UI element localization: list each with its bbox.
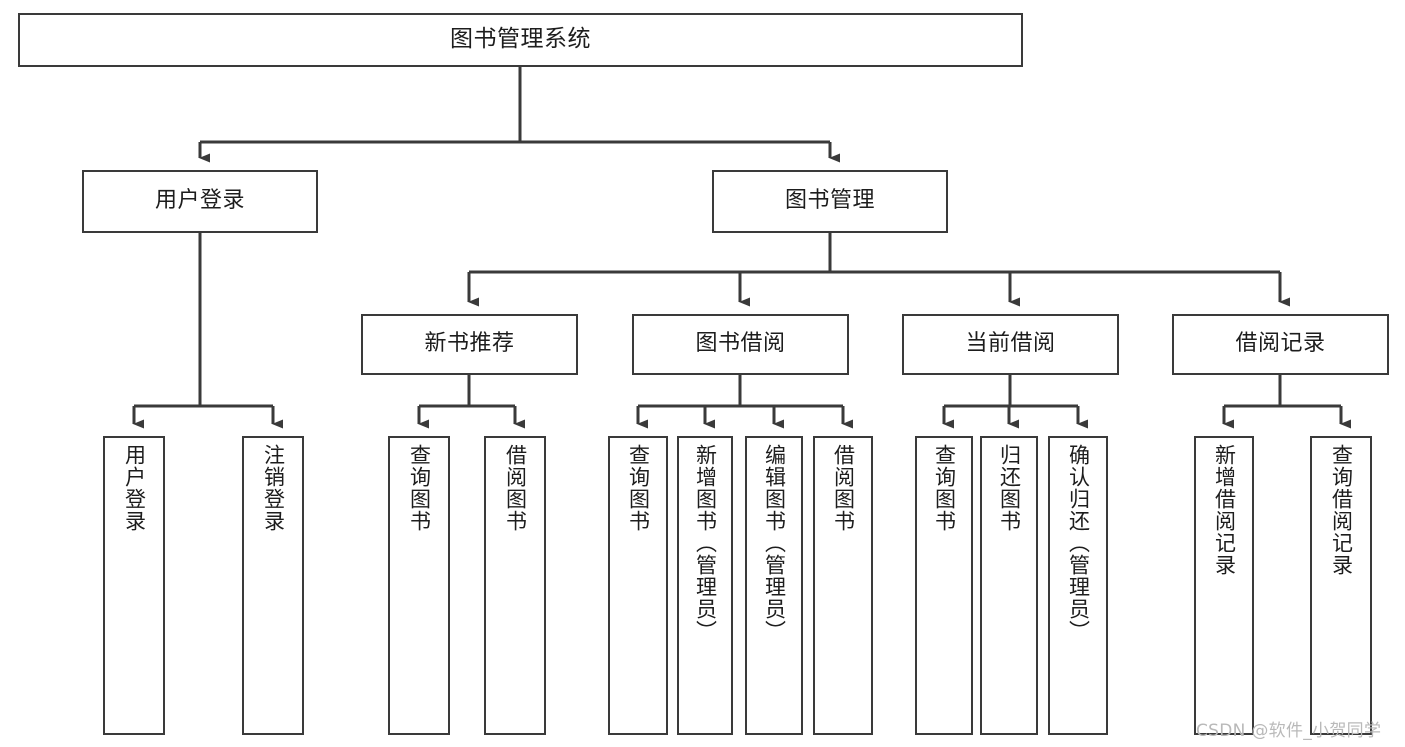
node-label: 当前借阅 xyxy=(965,331,1056,357)
node-leaf-borrow-book-1[interactable]: 借阅图书 xyxy=(484,436,546,735)
node-label: 借阅记录 xyxy=(1235,331,1326,357)
node-label: 图书借阅 xyxy=(695,331,786,357)
node-user-login[interactable]: 用户登录 xyxy=(82,170,318,233)
node-leaf-edit-book[interactable]: 编辑图书（管理员） xyxy=(745,436,803,735)
node-label: 查询图书 xyxy=(626,444,651,532)
node-label: 用户登录 xyxy=(154,188,245,214)
node-label: 确认归还（管理员） xyxy=(1066,444,1091,642)
node-leaf-query-book-2[interactable]: 查询图书 xyxy=(608,436,668,735)
node-leaf-user-login[interactable]: 用户登录 xyxy=(103,436,165,735)
node-label: 借阅图书 xyxy=(503,444,528,532)
node-label: 查询借阅记录 xyxy=(1329,444,1354,576)
node-leaf-query-book-1[interactable]: 查询图书 xyxy=(388,436,450,735)
node-leaf-query-book-3[interactable]: 查询图书 xyxy=(915,436,973,735)
node-leaf-confirm-return[interactable]: 确认归还（管理员） xyxy=(1048,436,1108,735)
node-leaf-borrow-book-2[interactable]: 借阅图书 xyxy=(813,436,873,735)
watermark: CSDN @软件_小贺同学 xyxy=(1196,721,1382,741)
node-label: 用户登录 xyxy=(122,444,147,532)
node-label: 新书推荐 xyxy=(424,331,515,357)
node-leaf-add-book[interactable]: 新增图书（管理员） xyxy=(677,436,733,735)
node-leaf-add-record[interactable]: 新增借阅记录 xyxy=(1194,436,1254,735)
node-label: 新增图书（管理员） xyxy=(693,444,718,642)
node-label: 借阅图书 xyxy=(831,444,856,532)
node-label: 新增借阅记录 xyxy=(1212,444,1237,576)
node-label: 归还图书 xyxy=(997,444,1022,532)
node-root[interactable]: 图书管理系统 xyxy=(18,13,1023,67)
node-leaf-query-record[interactable]: 查询借阅记录 xyxy=(1310,436,1372,735)
node-label: 编辑图书（管理员） xyxy=(762,444,787,642)
node-current-borrow[interactable]: 当前借阅 xyxy=(902,314,1119,375)
node-book-manage[interactable]: 图书管理 xyxy=(712,170,948,233)
node-label: 查询图书 xyxy=(932,444,957,532)
node-new-book-recommend[interactable]: 新书推荐 xyxy=(361,314,578,375)
node-label: 注销登录 xyxy=(261,444,286,532)
node-book-borrow[interactable]: 图书借阅 xyxy=(632,314,849,375)
node-label: 图书管理系统 xyxy=(450,26,591,53)
node-leaf-return-book[interactable]: 归还图书 xyxy=(980,436,1038,735)
node-label: 图书管理 xyxy=(784,188,875,214)
node-leaf-user-logout[interactable]: 注销登录 xyxy=(242,436,304,735)
node-borrow-records[interactable]: 借阅记录 xyxy=(1172,314,1389,375)
node-label: 查询图书 xyxy=(407,444,432,532)
